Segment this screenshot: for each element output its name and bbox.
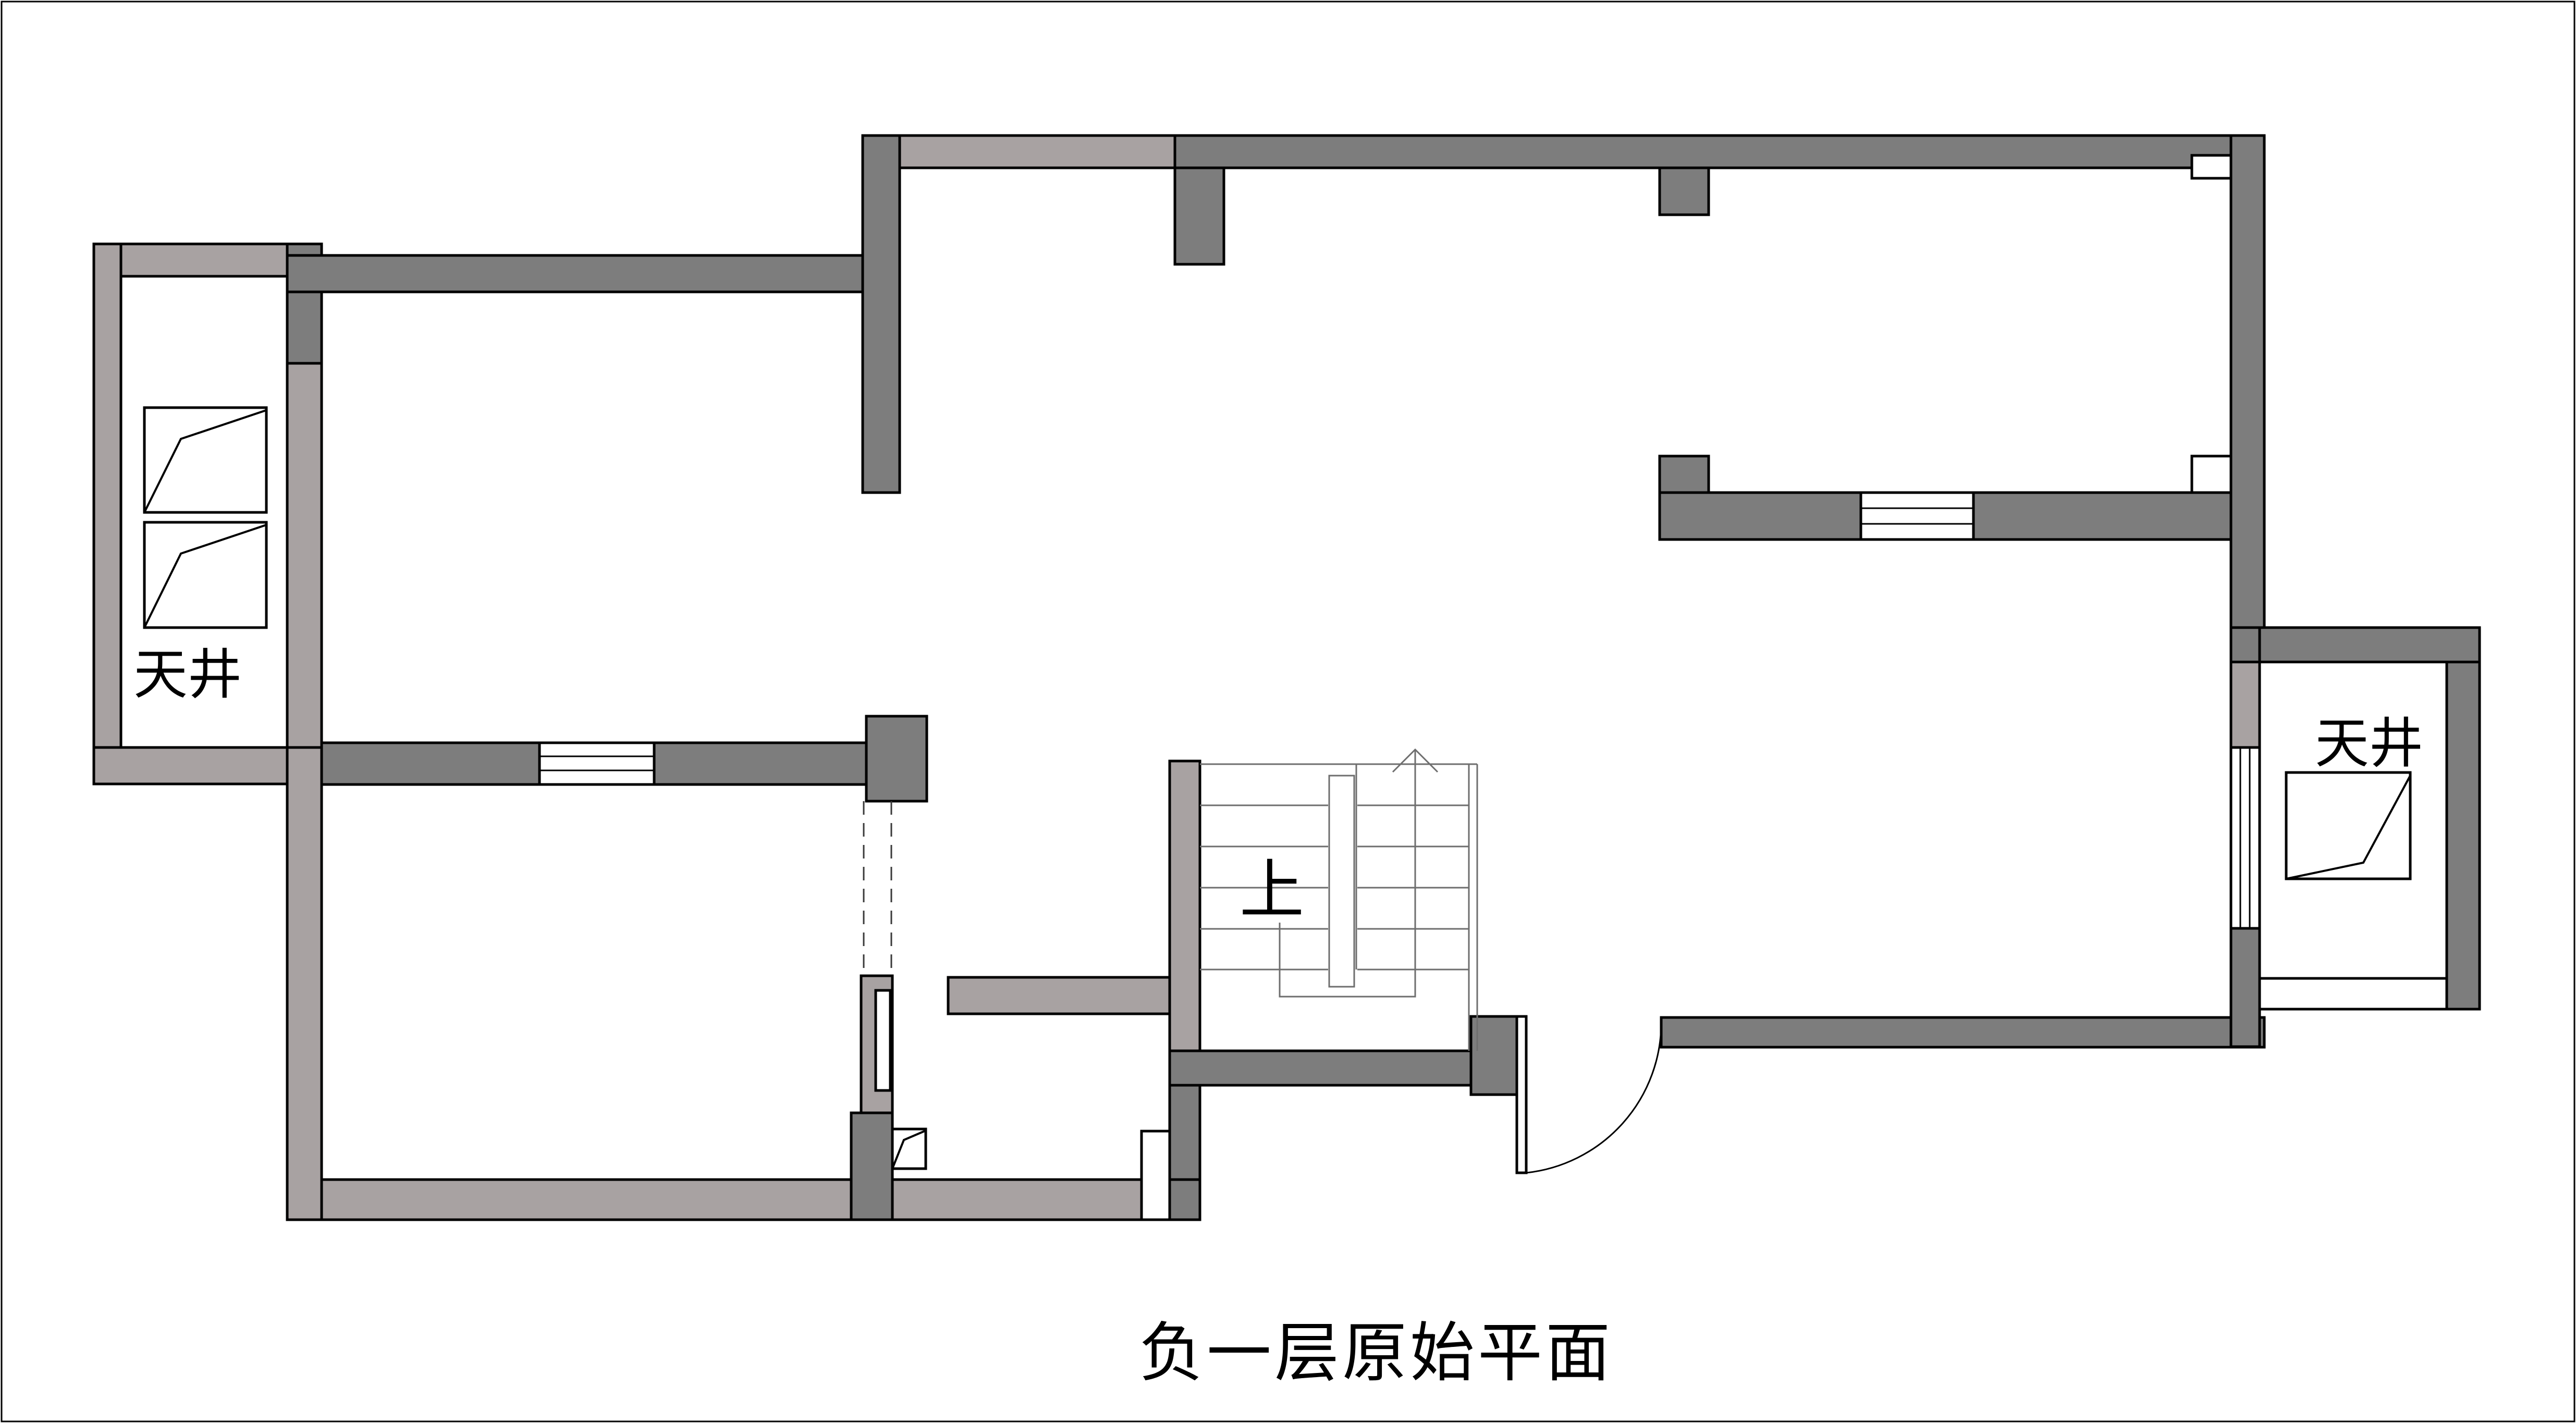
wall — [92, 746, 323, 786]
mid-right-wall — [1658, 166, 2232, 541]
wall-column — [865, 715, 928, 803]
wall — [2229, 660, 2261, 749]
stair-handrail — [1328, 775, 1355, 988]
wall — [861, 134, 901, 494]
wall-step — [1469, 1015, 1518, 1096]
courtyard-left: 天井 — [92, 242, 323, 786]
wall — [1660, 1016, 2266, 1049]
courtyard-right-label: 天井 — [2315, 714, 2423, 774]
wall — [947, 976, 1171, 1015]
wall-stub — [1658, 455, 1710, 494]
door-leaf — [1515, 1015, 1528, 1174]
stair-treads — [1200, 764, 1469, 971]
small-room-walls — [320, 974, 1201, 1221]
wall — [320, 1178, 853, 1221]
wall — [2445, 660, 2481, 1011]
wall — [653, 741, 868, 786]
wall — [320, 741, 541, 786]
wall-notch — [2190, 455, 2232, 494]
courtyard-right: 天井 — [2229, 626, 2481, 1048]
wall-stub — [1658, 166, 1710, 216]
wall-opening — [2258, 977, 2448, 1011]
wall — [1168, 1049, 1473, 1087]
window-icon — [2229, 746, 2261, 930]
wall — [891, 1178, 1147, 1221]
wall — [1658, 491, 1862, 541]
wall — [286, 746, 323, 1221]
window-icon — [1859, 491, 1975, 541]
courtyard-left-label: 天井 — [133, 645, 242, 705]
wall — [1173, 134, 2266, 169]
wall-notch — [2190, 154, 2232, 180]
window-icon — [538, 741, 656, 786]
door-swing-arc — [1526, 1021, 1662, 1174]
stair-boundary — [1200, 763, 1478, 1051]
wall — [2229, 134, 2266, 629]
stairwell: 上 — [1168, 748, 1518, 1181]
wall-stub — [1173, 166, 1225, 266]
window-icon — [143, 406, 268, 514]
wall — [1168, 759, 1201, 1052]
wall — [898, 134, 1176, 169]
stairs-up-label: 上 — [1240, 855, 1304, 926]
window-icon — [143, 521, 268, 629]
wall — [850, 1111, 894, 1221]
window-icon — [2285, 771, 2412, 880]
page-title: 负一层原始平面 — [1139, 1318, 1613, 1389]
top-wall — [898, 134, 2266, 266]
entry-door — [1515, 1015, 1662, 1174]
wall — [1972, 491, 2232, 541]
wall — [1168, 1084, 1201, 1181]
door-pocket — [874, 989, 892, 1092]
stair-direction-arrow-icon — [1279, 748, 1439, 998]
wall — [2229, 927, 2261, 1048]
wall — [286, 254, 901, 293]
wall — [92, 242, 122, 786]
wall — [286, 362, 323, 749]
left-rooms-walls — [286, 134, 928, 1221]
right-wall — [2190, 134, 2266, 629]
wall — [2258, 626, 2481, 664]
door-opening — [1140, 1130, 1171, 1221]
window-icon — [891, 1127, 927, 1170]
wall — [2229, 626, 2261, 664]
